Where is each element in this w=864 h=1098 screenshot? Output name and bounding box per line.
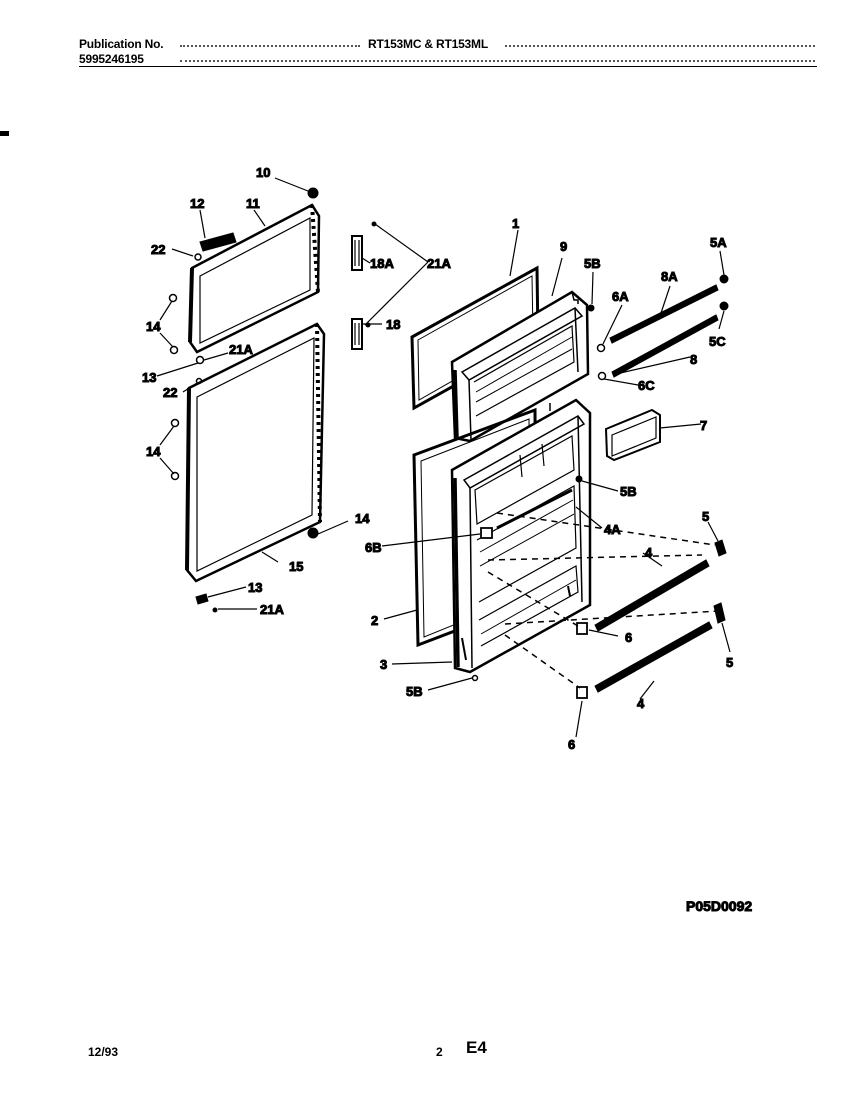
callout-5: 5 [702,509,709,524]
callout-5c: 5C [709,334,726,349]
screw [168,293,178,303]
callout-4: 4 [645,545,653,560]
shelf-clip-6-lower [576,686,588,699]
screw [170,418,180,428]
screw [195,355,205,365]
callout-11: 11 [246,196,260,211]
shelf-rod-4-upper [594,559,710,632]
scan-mark [0,131,9,136]
freezer-door-liner [188,203,321,354]
callout-22: 22 [151,242,165,257]
diagram-code: P05D0092 [686,898,752,914]
callout-14: 14 [146,444,161,459]
callout-6: 6 [568,737,575,752]
callout-21a: 21A [427,256,451,271]
model-numbers: RT153MC & RT153ML [368,37,488,51]
callout-8: 8 [690,352,697,367]
end-cap-6a [596,343,606,353]
handle-18 [351,318,363,350]
header-dotted-rule [180,45,360,47]
callout-2: 2 [371,613,378,628]
header-dotted-rule [505,45,815,47]
callout-21a: 21A [260,602,284,617]
callout-13: 13 [248,580,262,595]
callout-6a: 6A [612,289,629,304]
fresh-food-door-liner [185,322,326,583]
callout-12: 12 [190,196,204,211]
callout-5: 5 [726,655,733,670]
shelf-clip-6b [480,527,493,539]
shelf-rod-4-lower [594,621,713,693]
callout-18a: 18A [370,256,394,271]
callout-5b: 5B [406,684,423,699]
callout-21a: 21A [229,342,253,357]
callout-14: 14 [146,319,161,334]
callout-15: 15 [289,559,303,574]
callout-13: 13 [142,370,156,385]
callout-10: 10 [256,165,270,180]
callout-6b: 6B [365,540,382,555]
callout-14: 14 [355,511,370,526]
assembly-lines [487,512,719,689]
end-cap-5a [719,274,729,284]
publication-label: Publication No. [79,37,164,51]
shelf-clip-6-upper [576,622,588,635]
screw [170,471,180,481]
dairy-door [604,408,661,462]
shelf-rod-8a [609,284,719,344]
revision-date: 12/93 [88,1045,119,1059]
end-cap-5-lower [713,602,726,624]
screw [587,304,595,312]
callout-5b: 5B [620,484,637,499]
callout-18: 18 [386,317,400,332]
freezer-door-top-trim [199,232,237,252]
header-rule [79,66,817,67]
publication-number: 5995246195 [79,52,144,66]
screw [212,607,218,613]
hinge-pin [307,187,319,199]
shelf-rod-4a [496,488,573,530]
freezer-outer-door [450,290,590,443]
callout-8a: 8A [661,269,678,284]
screw [169,345,179,355]
section-code: E4 [466,1038,487,1057]
screw [471,674,479,682]
screw [194,253,202,261]
screw [575,475,583,483]
callout-4: 4 [637,696,645,711]
hinge-cap [195,593,209,605]
callout-6: 6 [625,630,632,645]
callout-6c: 6C [638,378,655,393]
end-cap-5c [719,301,729,311]
callout-5a: 5A [710,235,727,250]
page-number: 2 [436,1045,443,1059]
header-dotted-rule [180,60,815,62]
end-cap-5-upper [714,539,727,557]
handle-18a [351,235,363,271]
callout-9: 9 [560,239,567,254]
end-cap-6c [597,371,607,381]
screw [307,527,319,539]
callout-4a: 4A [604,522,621,537]
callout-7: 7 [700,418,707,433]
shelf-rod-8 [611,314,719,378]
callout-3: 3 [380,657,387,672]
leader-lines [156,177,731,738]
callout-22: 22 [163,385,177,400]
callout-5b: 5B [584,256,601,271]
callout-1: 1 [512,216,519,231]
